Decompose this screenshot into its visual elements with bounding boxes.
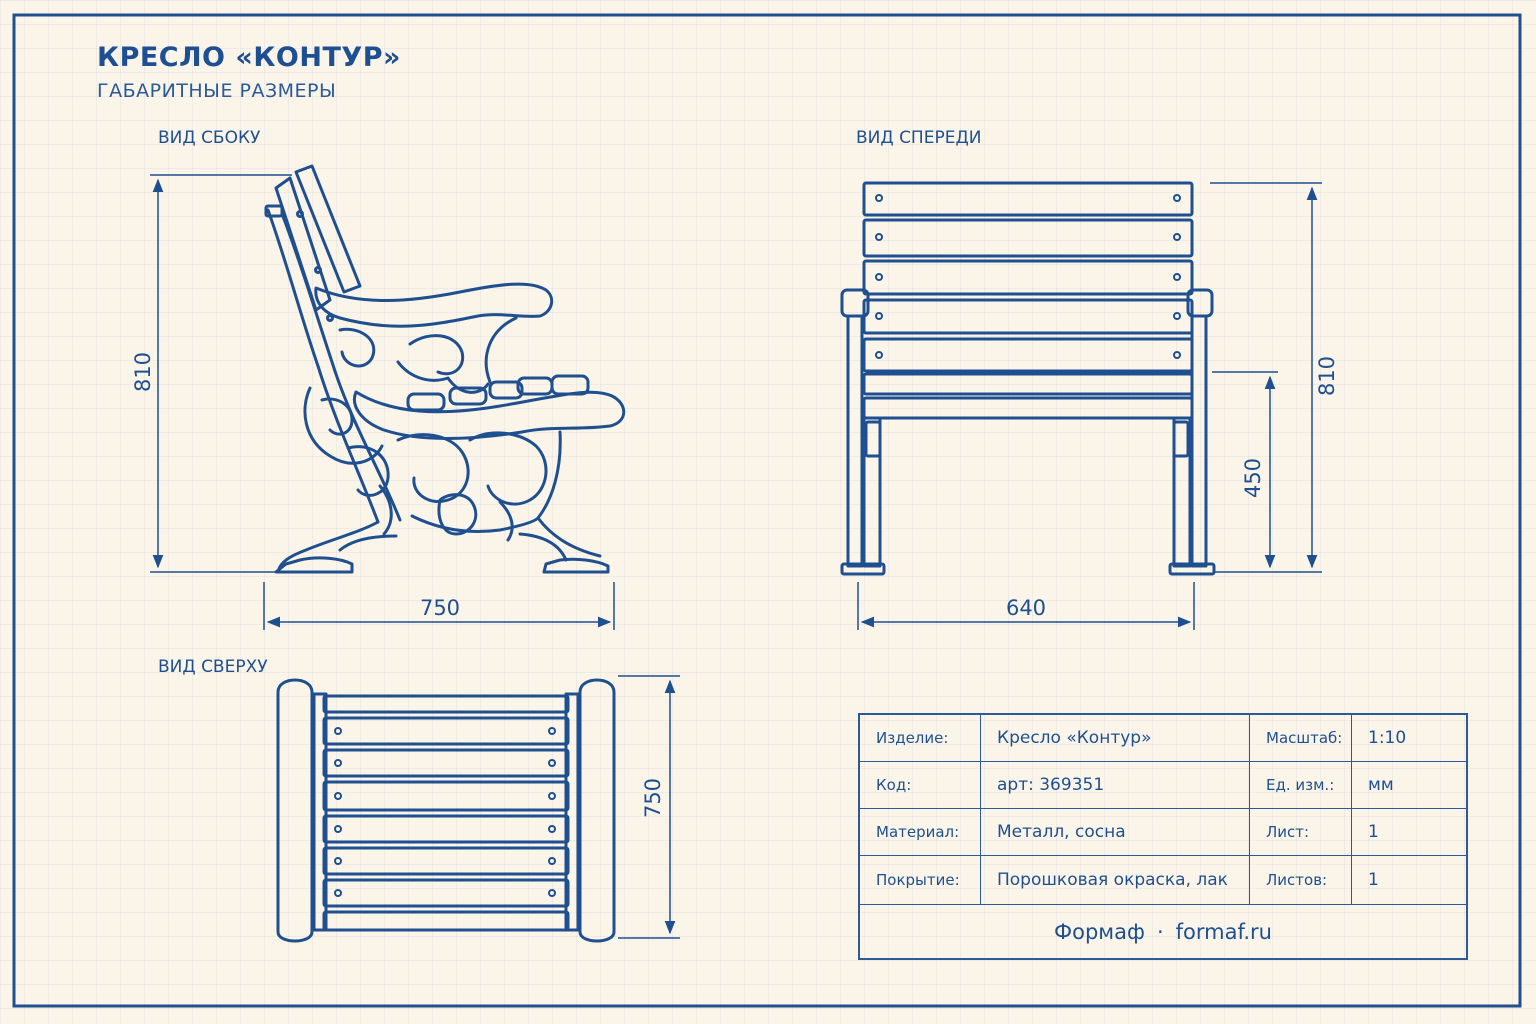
- brand-name: Формаф: [1054, 919, 1145, 944]
- tb-value-coating: Порошковая окраска, лак: [981, 856, 1250, 904]
- title-block-row: Покрытие: Порошковая окраска, лак Листов…: [860, 856, 1466, 905]
- tb-label-scale: Масштаб:: [1250, 715, 1352, 761]
- top-view-drawing: [276, 678, 616, 943]
- title-block-footer: Формаф · formaf.ru: [860, 905, 1466, 958]
- tb-value-product: Кресло «Контур»: [981, 715, 1250, 761]
- sheet-frame: [12, 13, 1522, 1008]
- front-view-dimensions: [857, 182, 1322, 630]
- title-block: Изделие: Кресло «Контур» Масштаб: 1:10 К…: [858, 713, 1468, 960]
- drawing-subtitle: ГАБАРИТНЫЕ РАЗМЕРЫ: [97, 80, 337, 102]
- title-block-row: Материал: Металл, сосна Лист: 1: [860, 809, 1466, 856]
- side-view-label: ВИД СБОКУ: [158, 128, 261, 148]
- tb-value-units: мм: [1368, 775, 1394, 795]
- tb-value-sheets: 1: [1368, 870, 1379, 890]
- tb-label-sheet: Лист:: [1250, 809, 1352, 855]
- brand-website-link[interactable]: formaf.ru: [1175, 919, 1272, 944]
- tb-label-sheets: Листов:: [1250, 856, 1352, 904]
- title-block-row: Изделие: Кресло «Контур» Масштаб: 1:10: [860, 715, 1466, 762]
- front-view-bolts: [875, 194, 1181, 359]
- front-height-dim: 810: [1315, 355, 1339, 397]
- tb-value-material: Металл, сосна: [981, 809, 1250, 855]
- tb-value-scale: 1:10: [1368, 728, 1407, 748]
- tb-value-sheet: 1: [1368, 822, 1379, 842]
- brand-separator: ·: [1156, 919, 1164, 944]
- side-depth-dim: 750: [419, 596, 461, 620]
- top-view-label: ВИД СВЕРХУ: [158, 657, 268, 677]
- front-view-drawing: [840, 181, 1216, 576]
- title-block-row: Код: арт: 369351 Ед. изм.: мм: [860, 762, 1466, 809]
- side-view-dimensions: [150, 174, 615, 630]
- front-view-label: ВИД СПЕРЕДИ: [856, 128, 982, 148]
- top-view-bolts: [334, 727, 556, 897]
- tb-value-code: арт: 369351: [981, 762, 1250, 808]
- seat-height-dim: 450: [1241, 457, 1265, 499]
- top-depth-dim: 750: [641, 777, 665, 819]
- tb-label-coating: Покрытие:: [860, 856, 981, 904]
- side-view-drawing: [264, 164, 626, 574]
- tb-label-units: Ед. изм.:: [1250, 762, 1352, 808]
- top-view-dimensions: [618, 675, 680, 939]
- drawing-title: КРЕСЛО «КОНТУР»: [97, 42, 401, 73]
- tb-label-material: Материал:: [860, 809, 981, 855]
- front-width-dim: 640: [1005, 596, 1047, 620]
- tb-label-product: Изделие:: [860, 715, 981, 761]
- tb-label-code: Код:: [860, 762, 981, 808]
- side-height-dim: 810: [131, 351, 155, 393]
